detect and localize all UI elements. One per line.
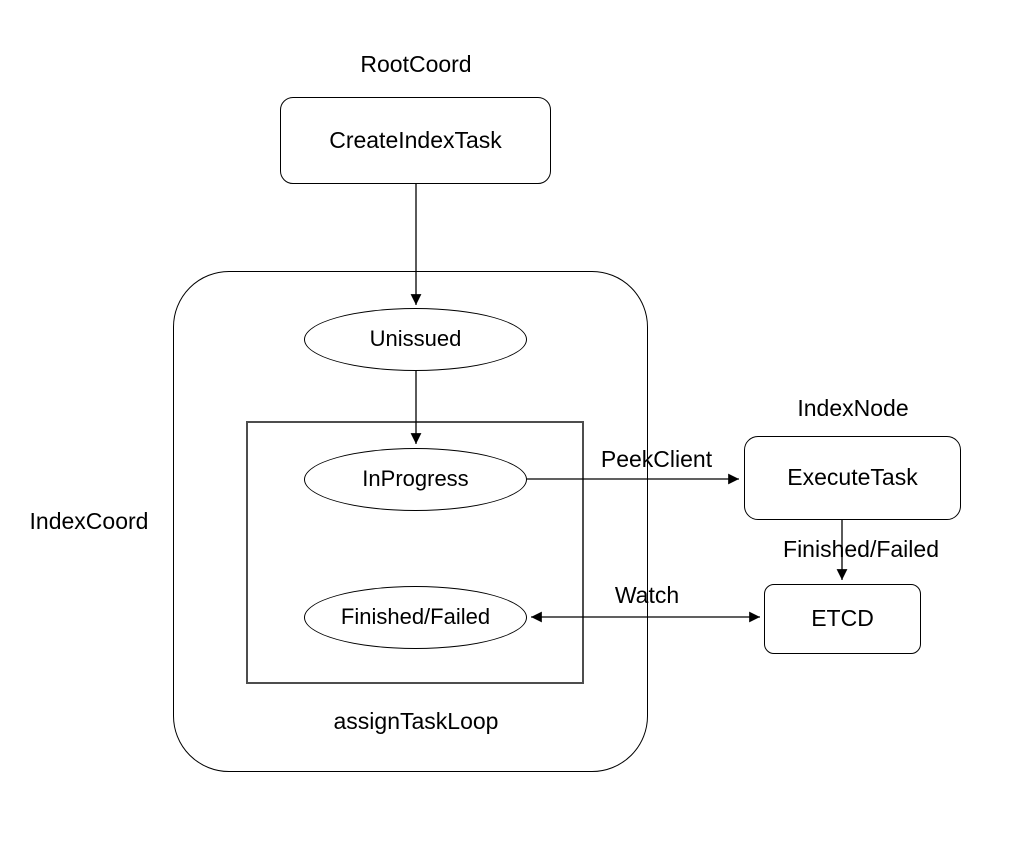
assigntaskloop-label: assignTaskLoop (333, 708, 499, 734)
node-create-index-task: CreateIndexTask (280, 97, 551, 184)
node-execute-task: ExecuteTask (744, 436, 961, 520)
edge-label-peekclient: PeekClient (600, 446, 713, 472)
assigntaskloop-box (246, 421, 584, 684)
node-unissued: Unissued (304, 308, 527, 371)
node-in-progress: InProgress (304, 448, 527, 511)
rootcoord-lane-label: RootCoord (360, 51, 472, 77)
indexcoord-lane-label: IndexCoord (29, 508, 149, 534)
node-etcd: ETCD (764, 584, 921, 654)
edge-label-watch: Watch (614, 582, 680, 608)
node-finished-failed: Finished/Failed (304, 586, 527, 649)
edge-label-finished-failed: Finished/Failed (783, 536, 939, 562)
indexnode-lane-label: IndexNode (797, 395, 909, 421)
indexcoord-container (173, 271, 648, 772)
